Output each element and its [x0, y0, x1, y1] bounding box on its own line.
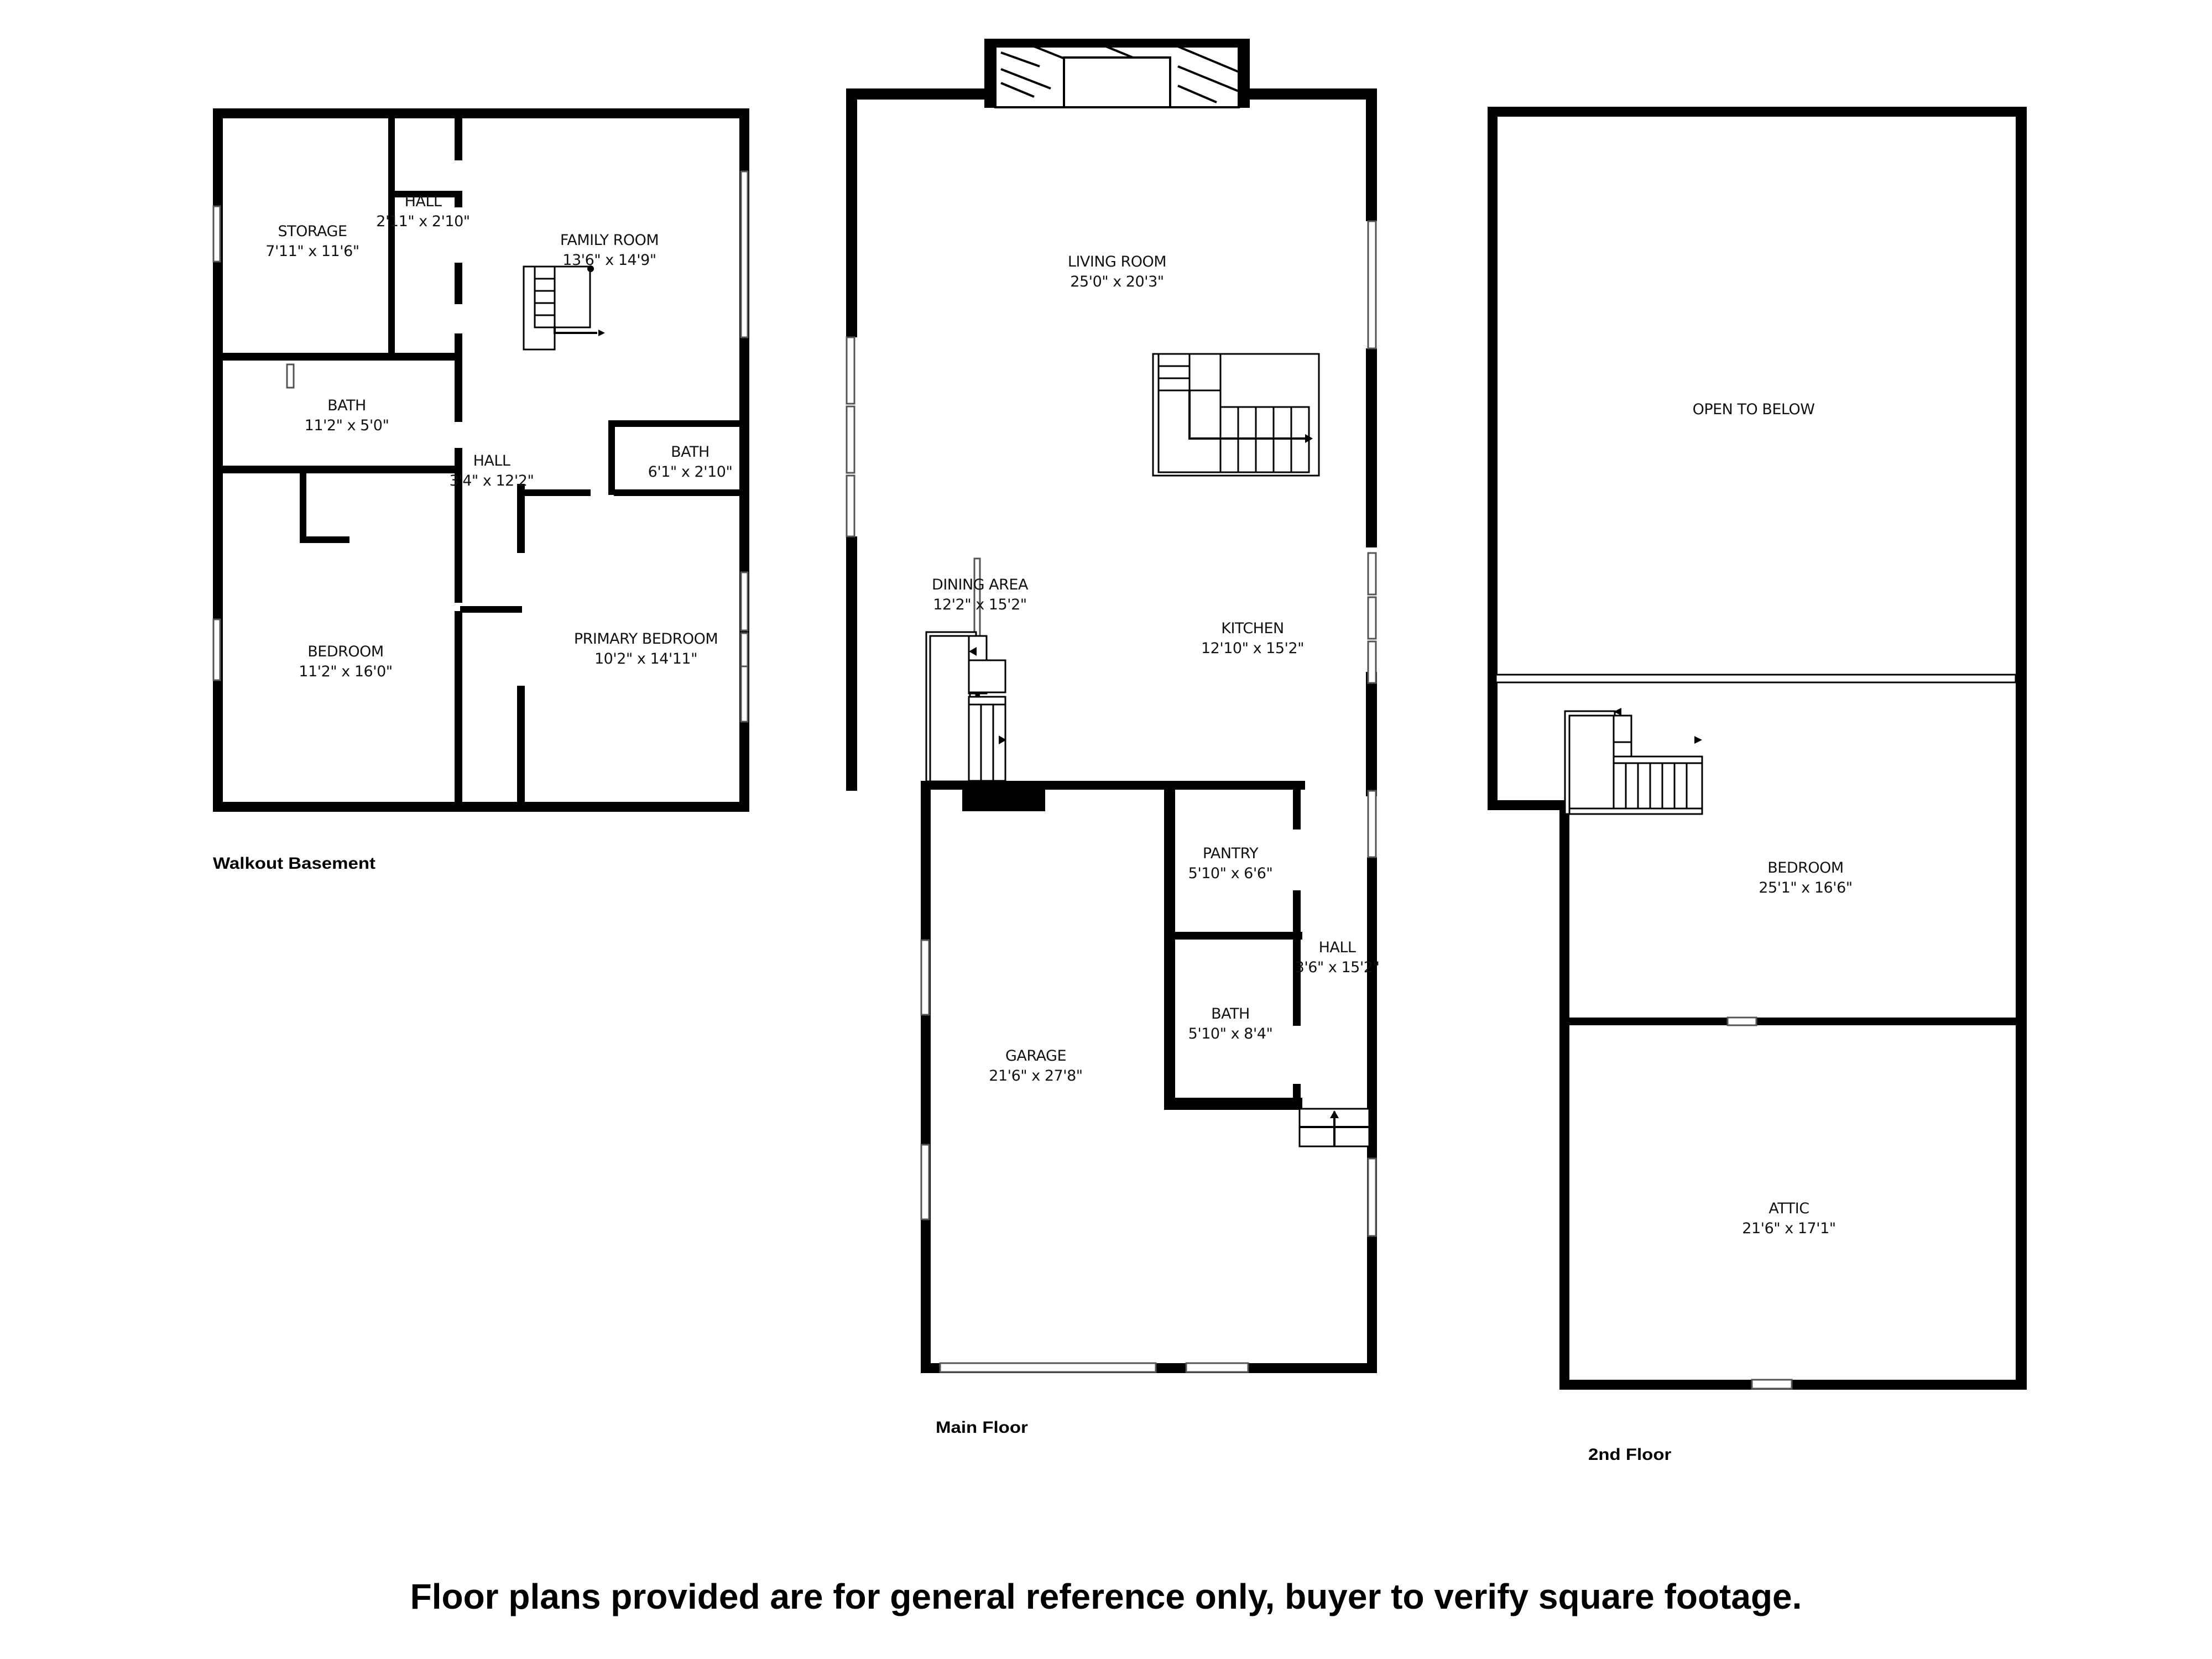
room-label-bedroom-basement: BEDROOM 11'2" x 16'0" — [299, 642, 393, 682]
room-label-primary-bedroom: PRIMARY BEDROOM 10'2" x 14'11" — [574, 629, 718, 669]
room-name: LIVING ROOM — [1067, 253, 1167, 270]
room-name: OPEN TO BELOW — [1692, 401, 1815, 418]
room-label-bath-main: BATH 5'10" x 8'4" — [1188, 1004, 1273, 1044]
room-name: BATH — [671, 444, 709, 461]
room-dimensions: 11'2" x 5'0" — [304, 417, 389, 434]
room-label-dining-area: DINING AREA 12'2" x 15'2" — [932, 575, 1028, 615]
room-label-kitchen: KITCHEN 12'10" x 15'2" — [1201, 619, 1305, 659]
room-name: PANTRY — [1202, 845, 1259, 862]
room-name: ATTIC — [1768, 1200, 1809, 1217]
room-dimensions: 11'2" x 16'0" — [299, 663, 393, 680]
room-dimensions: 6'1" x 2'10" — [648, 463, 733, 481]
room-name: FAMILY ROOM — [560, 232, 659, 249]
room-dimensions: 13'6" x 14'9" — [562, 252, 656, 269]
room-label-living-room: LIVING ROOM 25'0" x 20'3" — [1067, 252, 1167, 292]
room-label-hall-main: HALL 3'6" x 15'2" — [1295, 938, 1380, 978]
room-name: HALL — [473, 452, 510, 469]
room-dimensions: 2'11" x 2'10" — [376, 213, 470, 230]
room-name: PRIMARY BEDROOM — [573, 630, 718, 648]
room-dimensions: 25'0" x 20'3" — [1070, 273, 1164, 290]
room-dimensions: 25'1" x 16'6" — [1759, 879, 1853, 896]
main-floor-walls — [846, 39, 1377, 1373]
room-dimensions: 12'2" x 15'2" — [933, 596, 1027, 613]
room-dimensions: 12'10" x 15'2" — [1201, 640, 1305, 657]
room-label-hall-basement: HALL 3'4" x 12'2" — [450, 451, 534, 491]
room-label-pantry: PANTRY 5'10" x 6'6" — [1188, 844, 1273, 884]
room-label-open-to-below: OPEN TO BELOW — [1693, 400, 1815, 420]
floor-title-second: 2nd Floor — [1588, 1446, 1672, 1464]
basement-walls — [212, 108, 749, 812]
room-label-bedroom-upper: BEDROOM 25'1" x 16'6" — [1759, 858, 1853, 898]
room-label-family-room: FAMILY ROOM 13'6" x 14'9" — [560, 231, 659, 270]
room-dimensions: 10'2" x 14'11" — [594, 650, 698, 667]
room-label-storage: STORAGE 7'11" x 11'6" — [265, 222, 359, 262]
floor-title-main: Main Floor — [936, 1418, 1028, 1437]
room-label-garage: GARAGE 21'6" x 27'8" — [989, 1046, 1083, 1086]
room-name: HALL — [1318, 939, 1356, 956]
floor-title-basement: Walkout Basement — [213, 854, 376, 873]
room-dimensions: 5'10" x 6'6" — [1188, 865, 1273, 882]
room-name: BEDROOM — [1767, 859, 1844, 877]
room-name: STORAGE — [278, 223, 347, 240]
room-name: DINING AREA — [932, 576, 1028, 593]
room-name: KITCHEN — [1221, 620, 1284, 637]
room-label-bath-basement: BATH 11'2" x 5'0" — [305, 396, 389, 436]
room-dimensions: 3'4" x 12'2" — [449, 472, 534, 489]
room-name: BEDROOM — [307, 643, 384, 660]
second-floor-walls — [1488, 107, 2027, 1390]
room-name: HALL — [404, 193, 442, 210]
room-name: BATH — [1211, 1005, 1250, 1022]
room-name: GARAGE — [1005, 1047, 1067, 1065]
room-label-bath-small: BATH 6'1" x 2'10" — [648, 442, 733, 482]
room-dimensions: 3'6" x 15'2" — [1295, 959, 1380, 976]
room-name: BATH — [327, 397, 366, 414]
room-label-hall-small: HALL 2'11" x 2'10" — [376, 192, 470, 232]
room-dimensions: 21'6" x 17'1" — [1742, 1220, 1836, 1237]
disclaimer-text: Floor plans provided are for general ref… — [410, 1577, 1802, 1616]
room-dimensions: 7'11" x 11'6" — [265, 243, 359, 260]
room-dimensions: 5'10" x 8'4" — [1188, 1025, 1273, 1042]
room-dimensions: 21'6" x 27'8" — [989, 1067, 1083, 1084]
room-label-attic: ATTIC 21'6" x 17'1" — [1742, 1199, 1836, 1239]
